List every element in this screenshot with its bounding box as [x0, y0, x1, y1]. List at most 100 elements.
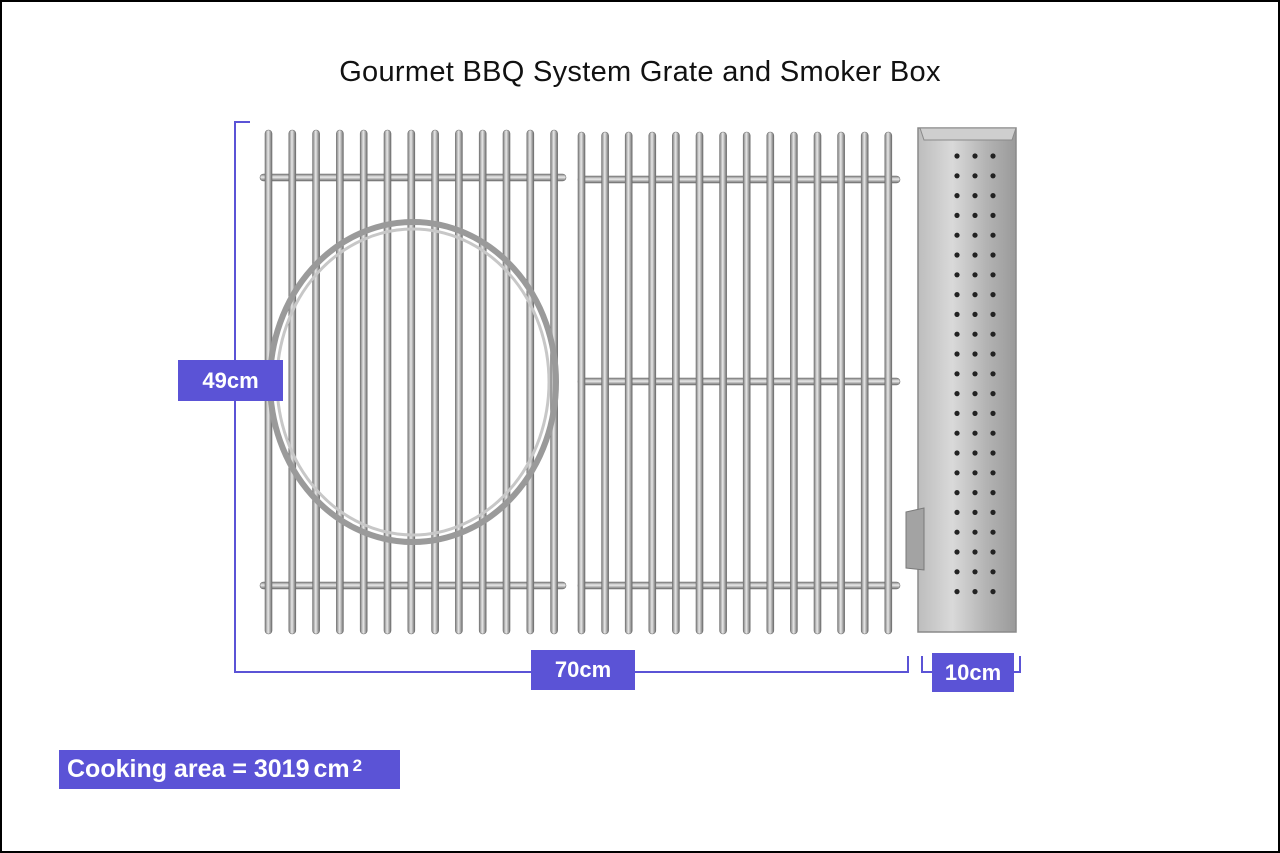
smoker-hole [972, 153, 978, 159]
smoker-hole [990, 450, 996, 456]
smoker-hole [990, 292, 996, 298]
smoker-hole [954, 331, 960, 337]
smoker-hole [972, 509, 978, 515]
smoker-hole [954, 391, 960, 397]
cooking-area-exponent: 2 [352, 755, 363, 775]
smoker-hole [954, 311, 960, 317]
smoker-hole [972, 252, 978, 258]
smoker-hole [954, 272, 960, 278]
smoker-hole [954, 232, 960, 238]
grate-rod [336, 129, 344, 635]
smoker-hole [972, 371, 978, 377]
smoker-hole [954, 470, 960, 476]
smoker-hole [972, 232, 978, 238]
smoker-hole [990, 529, 996, 535]
grate-rod [672, 131, 680, 635]
grate-rod [648, 131, 657, 635]
smoker-hole [972, 549, 978, 555]
smoker-hole [972, 351, 978, 357]
smoker-hole [990, 173, 996, 179]
grate-rod [359, 129, 368, 635]
smoker-hole [954, 252, 960, 258]
page-title: Gourmet BBQ System Grate and Smoker Box [339, 56, 941, 88]
smoker-hole [990, 371, 996, 377]
smoker-hole [972, 450, 978, 456]
smoker-box-handle [905, 507, 925, 571]
grate-rod [478, 129, 487, 635]
smoker-hole [972, 490, 978, 496]
smoker-hole [954, 509, 960, 515]
smoker-hole [990, 351, 996, 357]
smoker-hole [954, 589, 960, 595]
smoker-hole [954, 212, 960, 218]
grate-rod [601, 131, 609, 635]
smoker-hole [954, 292, 960, 298]
smoker-hole [954, 490, 960, 496]
smoker-hole [954, 410, 960, 416]
grate-rod [383, 129, 392, 635]
smoker-hole [990, 430, 996, 436]
smoker-hole [972, 311, 978, 317]
grate-rod [431, 129, 439, 635]
smoker-hole [954, 173, 960, 179]
width-label: 70cm [531, 650, 635, 690]
smoker-hole [990, 569, 996, 575]
grate-rod [407, 129, 416, 635]
smoker-hole [972, 569, 978, 575]
smoker-hole [972, 331, 978, 337]
smoker-box-image [905, 127, 1017, 633]
smoker-hole [972, 212, 978, 218]
smoker-hole [990, 153, 996, 159]
smoker-hole [972, 470, 978, 476]
grate-rod [860, 131, 869, 635]
smoker-hole [990, 252, 996, 258]
cooking-area-prefix: Cooking area = [67, 755, 254, 783]
smoker-box-holes [954, 153, 996, 595]
smoker-hole [990, 232, 996, 238]
grate-rod [577, 131, 586, 635]
grate-rod [502, 129, 511, 635]
smoker-hole [972, 193, 978, 199]
smoker-hole [972, 410, 978, 416]
grate-rod [624, 131, 633, 635]
smoker-hole [954, 569, 960, 575]
grate-rod [742, 131, 751, 635]
smoker-hole [954, 153, 960, 159]
smoker-hole [972, 292, 978, 298]
smoker-hole [972, 272, 978, 278]
smoker-hole [972, 589, 978, 595]
smoker-hole [954, 430, 960, 436]
smoker-hole [954, 371, 960, 377]
grate-rod [695, 131, 704, 635]
smoker-hole [990, 470, 996, 476]
smoker-hole [990, 490, 996, 496]
smoker-hole [990, 272, 996, 278]
height-label: 49cm [178, 360, 283, 401]
cooking-area-unit: cm [313, 755, 350, 783]
smoker-hole [954, 351, 960, 357]
grate-rod [790, 131, 798, 635]
smoker-hole [990, 549, 996, 555]
grate-rod [884, 131, 893, 635]
grate-rod [837, 131, 845, 635]
smoker-hole [954, 450, 960, 456]
smoker-hole [972, 173, 978, 179]
smoker-hole [954, 549, 960, 555]
smoker-hole [990, 331, 996, 337]
smoker-hole [954, 529, 960, 535]
grate-rod [719, 131, 727, 635]
grate-rod [766, 131, 775, 635]
grate-rod [312, 129, 320, 635]
smoker-hole [990, 589, 996, 595]
smoker-hole [972, 391, 978, 397]
grate-rod [288, 129, 297, 635]
smoker-hole [990, 311, 996, 317]
smoker-hole [990, 509, 996, 515]
smoker-hole [972, 430, 978, 436]
smoker-hole [990, 212, 996, 218]
smoker-box-lid-edge [919, 127, 1017, 141]
smoker-hole [990, 193, 996, 199]
grate-rod [813, 131, 822, 635]
